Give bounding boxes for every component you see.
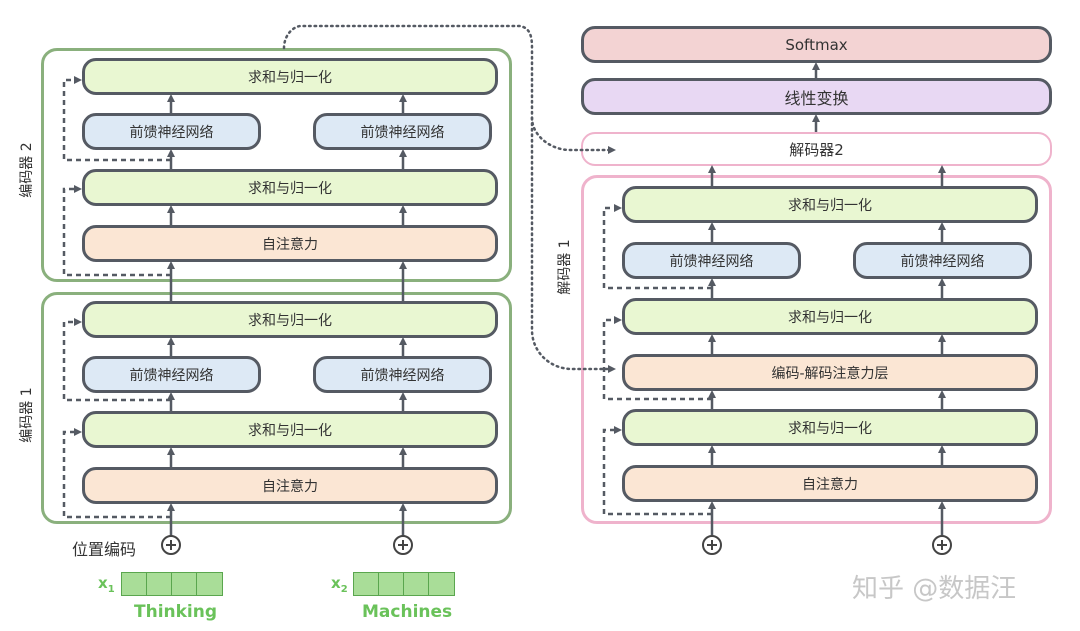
encoder-1-frame [41,292,512,524]
positional-encoding-label: 位置编码 [72,540,137,559]
enc2-add-norm-top: 求和与归一化 [82,58,498,95]
input-x2-label: x2 [331,574,348,595]
enc1-ffn-right: 前馈神经网络 [313,356,492,393]
add-icon-enc-right [393,535,413,555]
softmax-layer: Softmax [581,26,1052,63]
enc1-add-norm-mid: 求和与归一化 [82,411,498,448]
enc2-self-attention: 自注意力 [82,225,498,262]
enc2-add-norm-mid: 求和与归一化 [82,169,498,206]
input-vector-1 [121,572,223,596]
dec1-self-attention: 自注意力 [622,465,1038,502]
linear-layer: 线性变换 [581,78,1052,115]
input-x1-label: x1 [98,574,115,595]
input-word-1: Thinking [134,602,218,622]
enc1-add-norm-top: 求和与归一化 [82,301,498,338]
dec1-add-norm-top: 求和与归一化 [622,186,1038,223]
input-word-2: Machines [362,602,453,622]
dec1-ffn-right: 前馈神经网络 [853,242,1032,279]
dec1-add-norm-bottom: 求和与归一化 [622,409,1038,446]
enc2-ffn-right: 前馈神经网络 [313,113,492,150]
encoder-2-frame [41,48,512,282]
dec1-add-norm-mid: 求和与归一化 [622,298,1038,335]
watermark: 知乎 @数据汪 [852,574,1017,604]
add-icon-enc-left [161,535,181,555]
enc2-ffn-left: 前馈神经网络 [82,113,261,150]
add-icon-dec-right [932,535,952,555]
add-icon-dec-left [702,535,722,555]
decoder-1-frame [581,175,1052,524]
dec1-ffn-left: 前馈神经网络 [622,242,801,279]
enc1-self-attention: 自注意力 [82,467,498,504]
enc1-ffn-left: 前馈神经网络 [82,356,261,393]
input-vector-2 [353,572,455,596]
dec1-enc-dec-attention: 编码-解码注意力层 [622,354,1038,391]
decoder-2-block: 解码器2 [581,132,1052,166]
